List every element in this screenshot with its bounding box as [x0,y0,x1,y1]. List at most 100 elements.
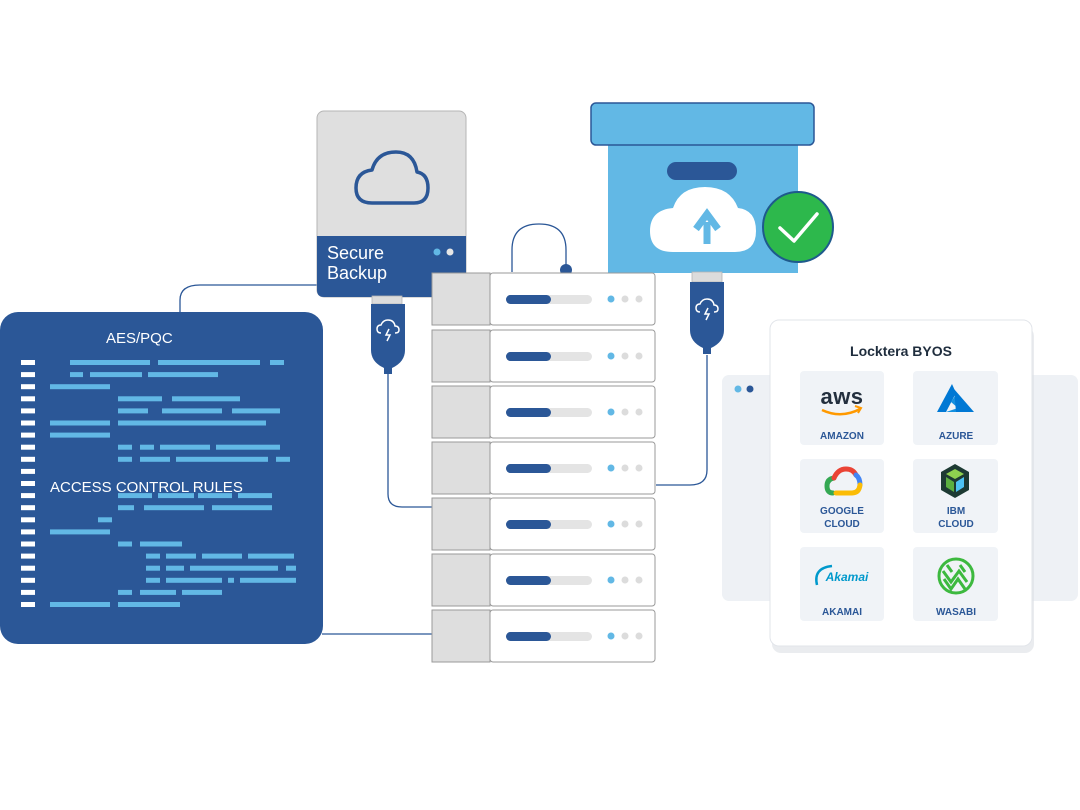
code-token [50,420,110,426]
code-token [118,505,134,511]
cloud-icon [354,150,430,205]
server-led [635,352,643,360]
server-unit [431,329,656,383]
server-led [635,520,643,528]
code-line-marker [21,553,35,559]
bolt-cloud-icon [695,298,719,313]
wasabi-logo [937,557,975,595]
code-line-marker [21,408,35,414]
google-cloud-logo [824,466,863,496]
code-line-marker [21,432,35,438]
aws-wordmark: aws [820,384,864,409]
akamai-wordmark: Akamai [825,570,869,584]
server-unit [431,609,656,663]
code-line-marker [21,565,35,571]
code-token [70,360,150,365]
code-line-marker [21,541,35,547]
byos-card [769,319,1034,653]
code-token [98,517,112,523]
code-line-marker [21,529,35,535]
code-token [228,577,234,583]
server-led [635,576,643,584]
server-led [607,352,615,360]
provider-azure: AZURE [938,431,974,442]
server-led [635,408,643,416]
backup-led [446,248,454,256]
code-token [118,541,132,547]
code-line-marker [21,493,35,499]
server-unit [431,497,656,551]
code-token [144,505,204,511]
code-token [166,553,196,559]
backup-led [433,248,441,256]
access-rules-panel [0,312,323,644]
code-token [238,493,272,499]
code-token [148,372,218,378]
code-token [240,577,296,583]
server-unit [431,553,656,607]
code-token [286,565,296,571]
azure-logo [937,384,974,412]
provider-wasabi: WASABI [936,607,976,618]
server-led [621,520,629,528]
code-token [158,360,260,365]
code-token [146,577,160,583]
code-token [50,529,110,535]
connector-lines [179,223,708,635]
server-led [621,632,629,640]
provider-tile-google-cloud [800,459,884,533]
check-icon [762,191,834,263]
backup-label-line2: Backup [327,263,388,283]
secure-backup-box [316,110,467,298]
ibm-cloud-logo [941,464,969,498]
code-token [50,432,110,438]
server-led [607,408,615,416]
provider-akamai: AKAMAI [822,607,862,618]
byos-title: Locktera BYOS [850,343,952,359]
access-rules-label: ACCESS CONTROL RULES [50,479,243,496]
code-line-marker [21,420,35,426]
code-token [50,602,110,607]
code-token [158,493,194,499]
code-token [276,456,290,462]
server-unit [431,385,656,439]
server-led [607,295,615,303]
code-token [118,408,148,414]
encryption-label: AES/PQC [106,330,173,347]
code-token [118,589,132,595]
provider-tile-akamai [800,547,884,621]
code-line-marker [21,360,35,365]
backup-plug [371,295,405,374]
server-led [607,520,615,528]
server-led [635,464,643,472]
code-line-marker [21,444,35,450]
server-led [635,295,643,303]
archive-handle [667,162,737,180]
server-led [621,352,629,360]
server-led [621,408,629,416]
code-token [146,553,160,559]
line-server-loop [511,223,567,272]
server-led [607,576,615,584]
server-unit [431,272,656,326]
code-line-marker [21,468,35,474]
code-token [190,565,278,571]
server-led [621,295,629,303]
code-token [172,396,240,402]
code-token [118,493,152,499]
code-token [162,408,222,414]
server-progress-fill [506,295,551,304]
provider-amazon: AMAZON [820,431,864,442]
code-token [118,420,266,426]
code-lines [21,360,296,607]
code-token [232,408,280,414]
code-line-marker [21,589,35,595]
code-token [118,444,132,450]
server-stack [431,272,656,663]
archive-plug [690,271,724,354]
provider-tile-azure [913,371,998,445]
line-plug-to-server [387,372,432,508]
window-dot [746,385,754,393]
code-line-marker [21,577,35,583]
